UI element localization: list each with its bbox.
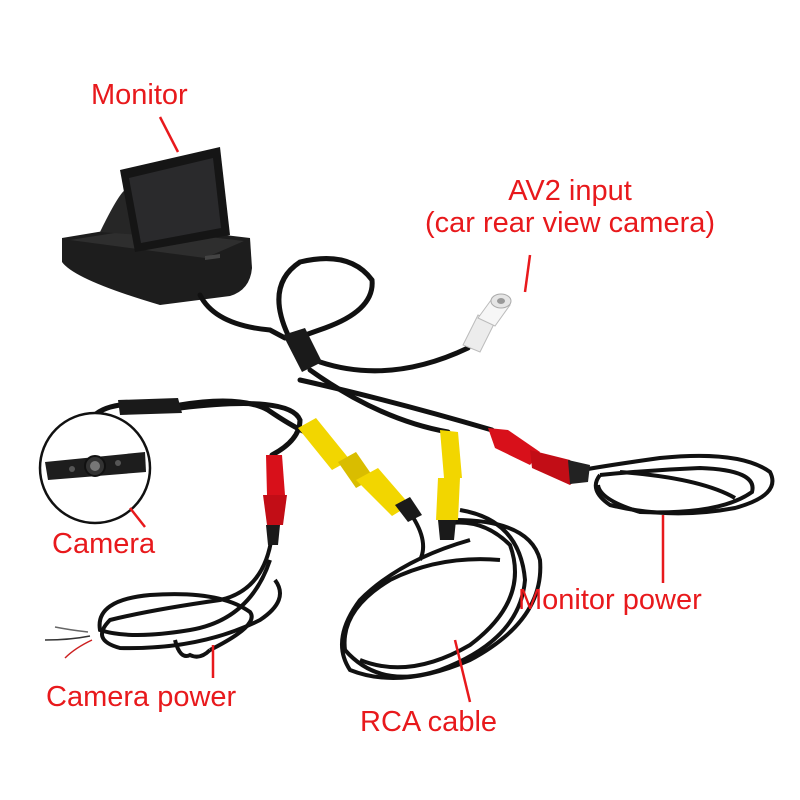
leader-rca <box>453 639 472 703</box>
av2-white-connector <box>462 293 512 353</box>
leader-monitor <box>158 116 180 153</box>
monitor-cable <box>197 292 288 341</box>
camera-video-cable <box>177 398 308 435</box>
monitor-power-lead <box>297 377 495 433</box>
monitor-power-red-connector <box>488 428 590 485</box>
harness-splitter <box>283 328 322 372</box>
rca-yellow-right <box>436 430 462 540</box>
camera-magnifier <box>38 411 152 525</box>
camera-power-wires <box>44 626 93 659</box>
av2-cable <box>317 345 471 374</box>
label-monitor: Monitor <box>91 79 188 111</box>
leader-lines <box>129 116 665 703</box>
camera-power-red-connector <box>263 455 287 545</box>
harness-loop <box>276 256 375 343</box>
monitor-power-coil <box>581 453 775 516</box>
label-av2-line1: AV2 input <box>508 175 632 207</box>
label-av2-line2: (car rear view camera) <box>424 206 716 239</box>
leader-camera <box>129 507 146 528</box>
label-monitor-power: Monitor power <box>518 584 702 616</box>
label-camera: Camera <box>52 528 156 560</box>
label-av2-input: AV2 input (car rear view camera) <box>405 175 735 240</box>
label-rca-cable: RCA cable <box>360 706 498 738</box>
camera-power-coil <box>97 534 282 659</box>
rca-cable-top <box>307 367 451 435</box>
camera-cable-connector <box>118 398 182 415</box>
cables <box>89 256 495 458</box>
monitor-device <box>62 147 252 305</box>
label-camera-power: Camera power <box>46 681 237 713</box>
leader-av2 <box>523 254 532 293</box>
monitor-button <box>205 254 220 260</box>
camera-power-lead <box>177 401 303 458</box>
monitor-screen <box>129 158 221 243</box>
rca-yellow-connectors <box>298 418 422 522</box>
